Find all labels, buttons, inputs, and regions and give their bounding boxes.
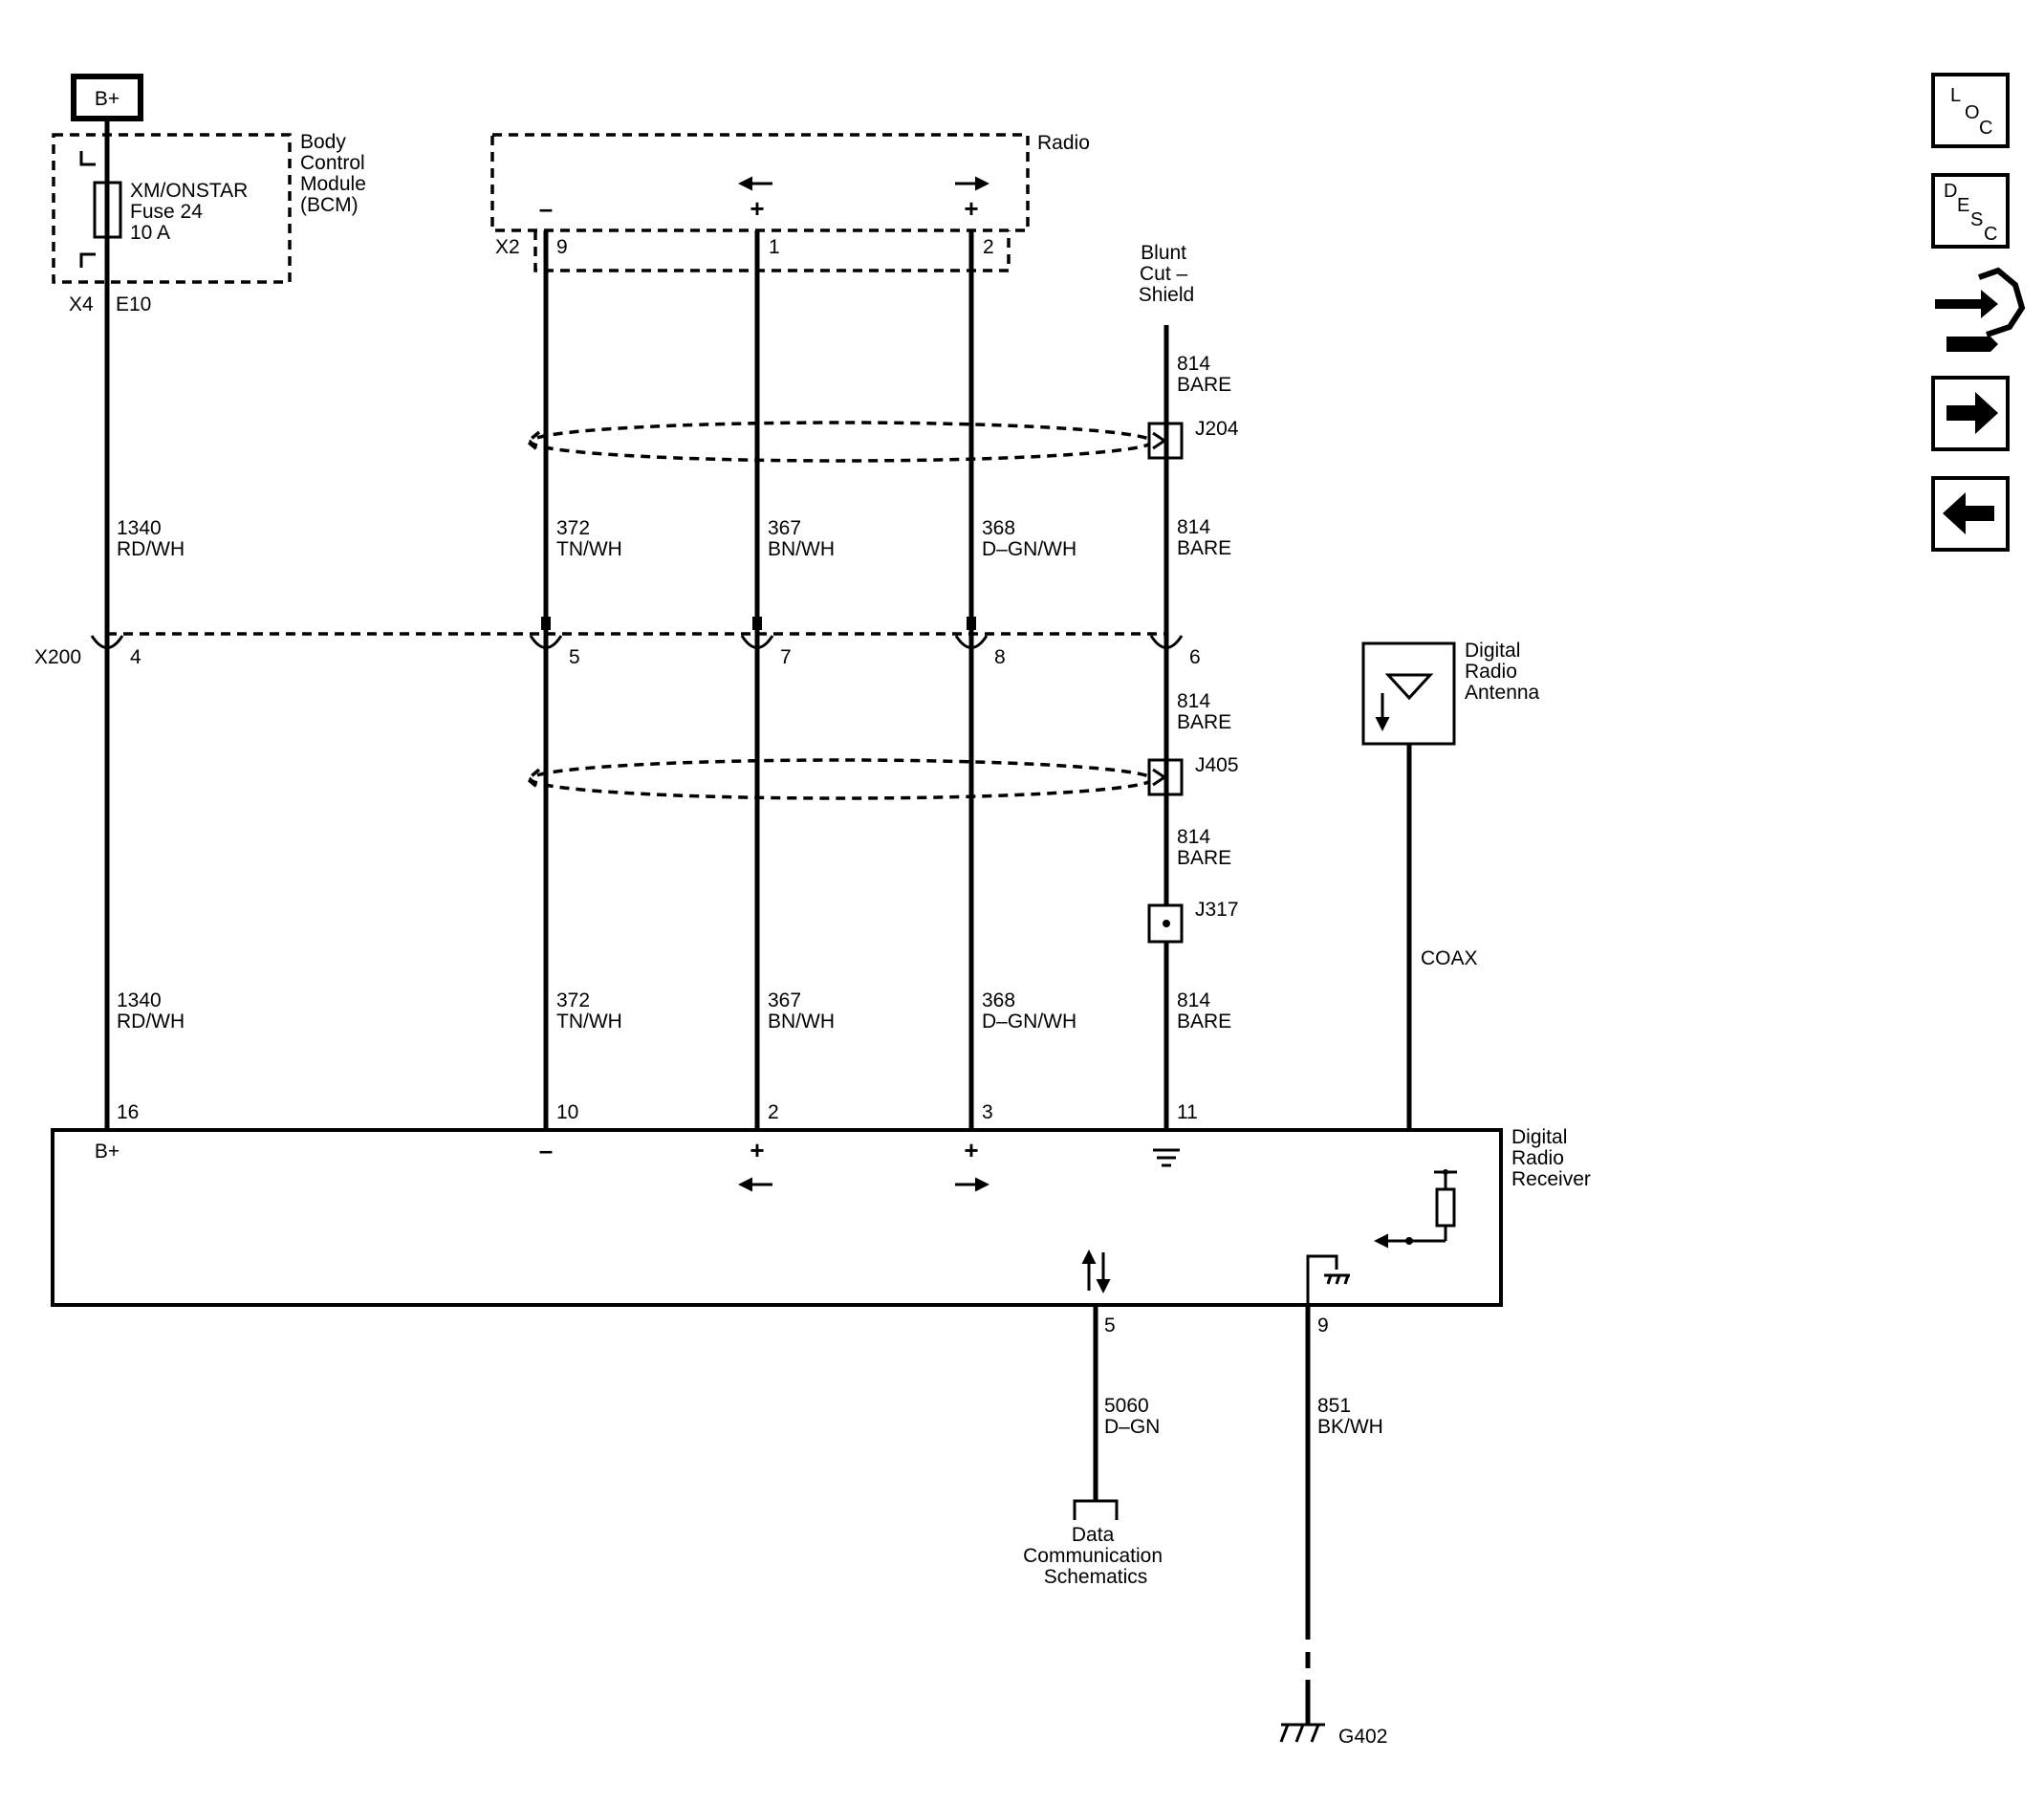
fuse-icon [79,151,122,268]
shield-title: Blunt Cut – Shield [1139,242,1194,306]
loc-letter: O [1965,102,1980,123]
desc-letter: S [1970,209,1983,230]
radio-minus-sign: – [539,194,553,223]
x200-pin: 6 [1189,646,1201,668]
splice-j317: J317 [1147,899,1239,944]
body-control-module: Body Control Module (BCM) XM/ONSTAR Fuse… [52,131,372,315]
receiver-pin: 16 [117,1101,139,1123]
inline-connector-x200: X200 4 5 7 8 6 [34,617,1201,668]
digital-radio-receiver: Digital Radio Receiver 16 10 2 3 11 B+ –… [51,1101,1591,1337]
b-plus-source: B+ [71,74,143,121]
bcm-title: Body Control Module (BCM) [300,131,372,216]
antenna-title: Digital Radio Antenna [1465,640,1540,704]
bcm-connector-label: X4 [69,293,94,315]
radio-plus-sign: + [964,194,978,223]
radio-pin: 1 [769,236,780,258]
receiver-pin: 9 [1317,1315,1329,1337]
desc-letter: E [1957,195,1969,216]
radio-module: Radio – + + X2 9 1 2 [490,132,1090,272]
x200-pin: 7 [780,646,792,668]
bcm-pin-label: E10 [116,293,151,315]
receiver-pin: 5 [1104,1315,1116,1337]
radio-pin: 2 [983,236,994,258]
description-button[interactable]: D E S C [1931,173,2010,249]
connector-plug-icon [1935,267,2026,352]
antenna-termination-icon [1374,1169,1457,1249]
chassis-ground-icon [1153,1148,1180,1167]
x200-pin: 4 [130,646,141,668]
receiver-pin: 2 [768,1101,779,1123]
desc-letter: D [1944,181,1957,202]
radio-plus-sign: + [750,194,764,223]
loc-letter: L [1950,85,1961,106]
previous-button[interactable] [1931,476,2010,552]
twisted-pair-shield-upper [525,421,1154,463]
receiver-bplus-label: B+ [95,1141,120,1163]
splice-j204: J204 [1147,418,1239,460]
x200-label: X200 [34,646,81,668]
digital-radio-antenna: Digital Radio Antenna [1361,640,1540,746]
receiver-minus-sign: – [539,1136,553,1164]
left-arrow-icon [1943,492,1994,534]
radio-title: Radio [1037,132,1090,154]
ground-g402-icon [1279,1700,1325,1743]
bidirectional-data-icon [1081,1250,1111,1293]
signal-ground-icon [1306,1254,1350,1305]
fuse-label: XM/ONSTAR Fuse 24 10 A [130,180,253,244]
x200-pin: 8 [994,646,1006,668]
splice-label: J317 [1195,899,1239,921]
receiver-pin: 10 [556,1101,578,1123]
receiver-plus-sign: + [750,1136,764,1164]
receiver-title: Digital Radio Receiver [1511,1126,1591,1190]
loc-letter: C [1979,118,1992,139]
splice-label: J405 [1195,754,1239,776]
data-communication-link: Data Communication Schematics [1023,1524,1168,1588]
radio-pin: 9 [556,236,568,258]
radio-connector-label: X2 [495,236,520,258]
x200-pin: 5 [569,646,580,668]
receiver-plus-sign: + [964,1136,978,1164]
next-button[interactable] [1931,376,2010,451]
right-arrow-icon [1946,392,1998,434]
receiver-pin: 11 [1177,1101,1198,1123]
desc-letter: C [1984,224,1997,245]
b-plus-label: B+ [95,88,120,110]
receiver-pin: 3 [982,1101,993,1123]
ground-label: G402 [1338,1726,1387,1748]
coax-label: COAX [1421,947,1478,969]
connector-end-view-button[interactable] [1935,267,2026,352]
splice-label: J204 [1195,418,1239,440]
location-button[interactable]: L O C [1931,73,2010,148]
twisted-pair-shield-lower [525,758,1154,800]
splice-j405: J405 [1147,754,1239,796]
lower-wires [1073,1305,1311,1700]
